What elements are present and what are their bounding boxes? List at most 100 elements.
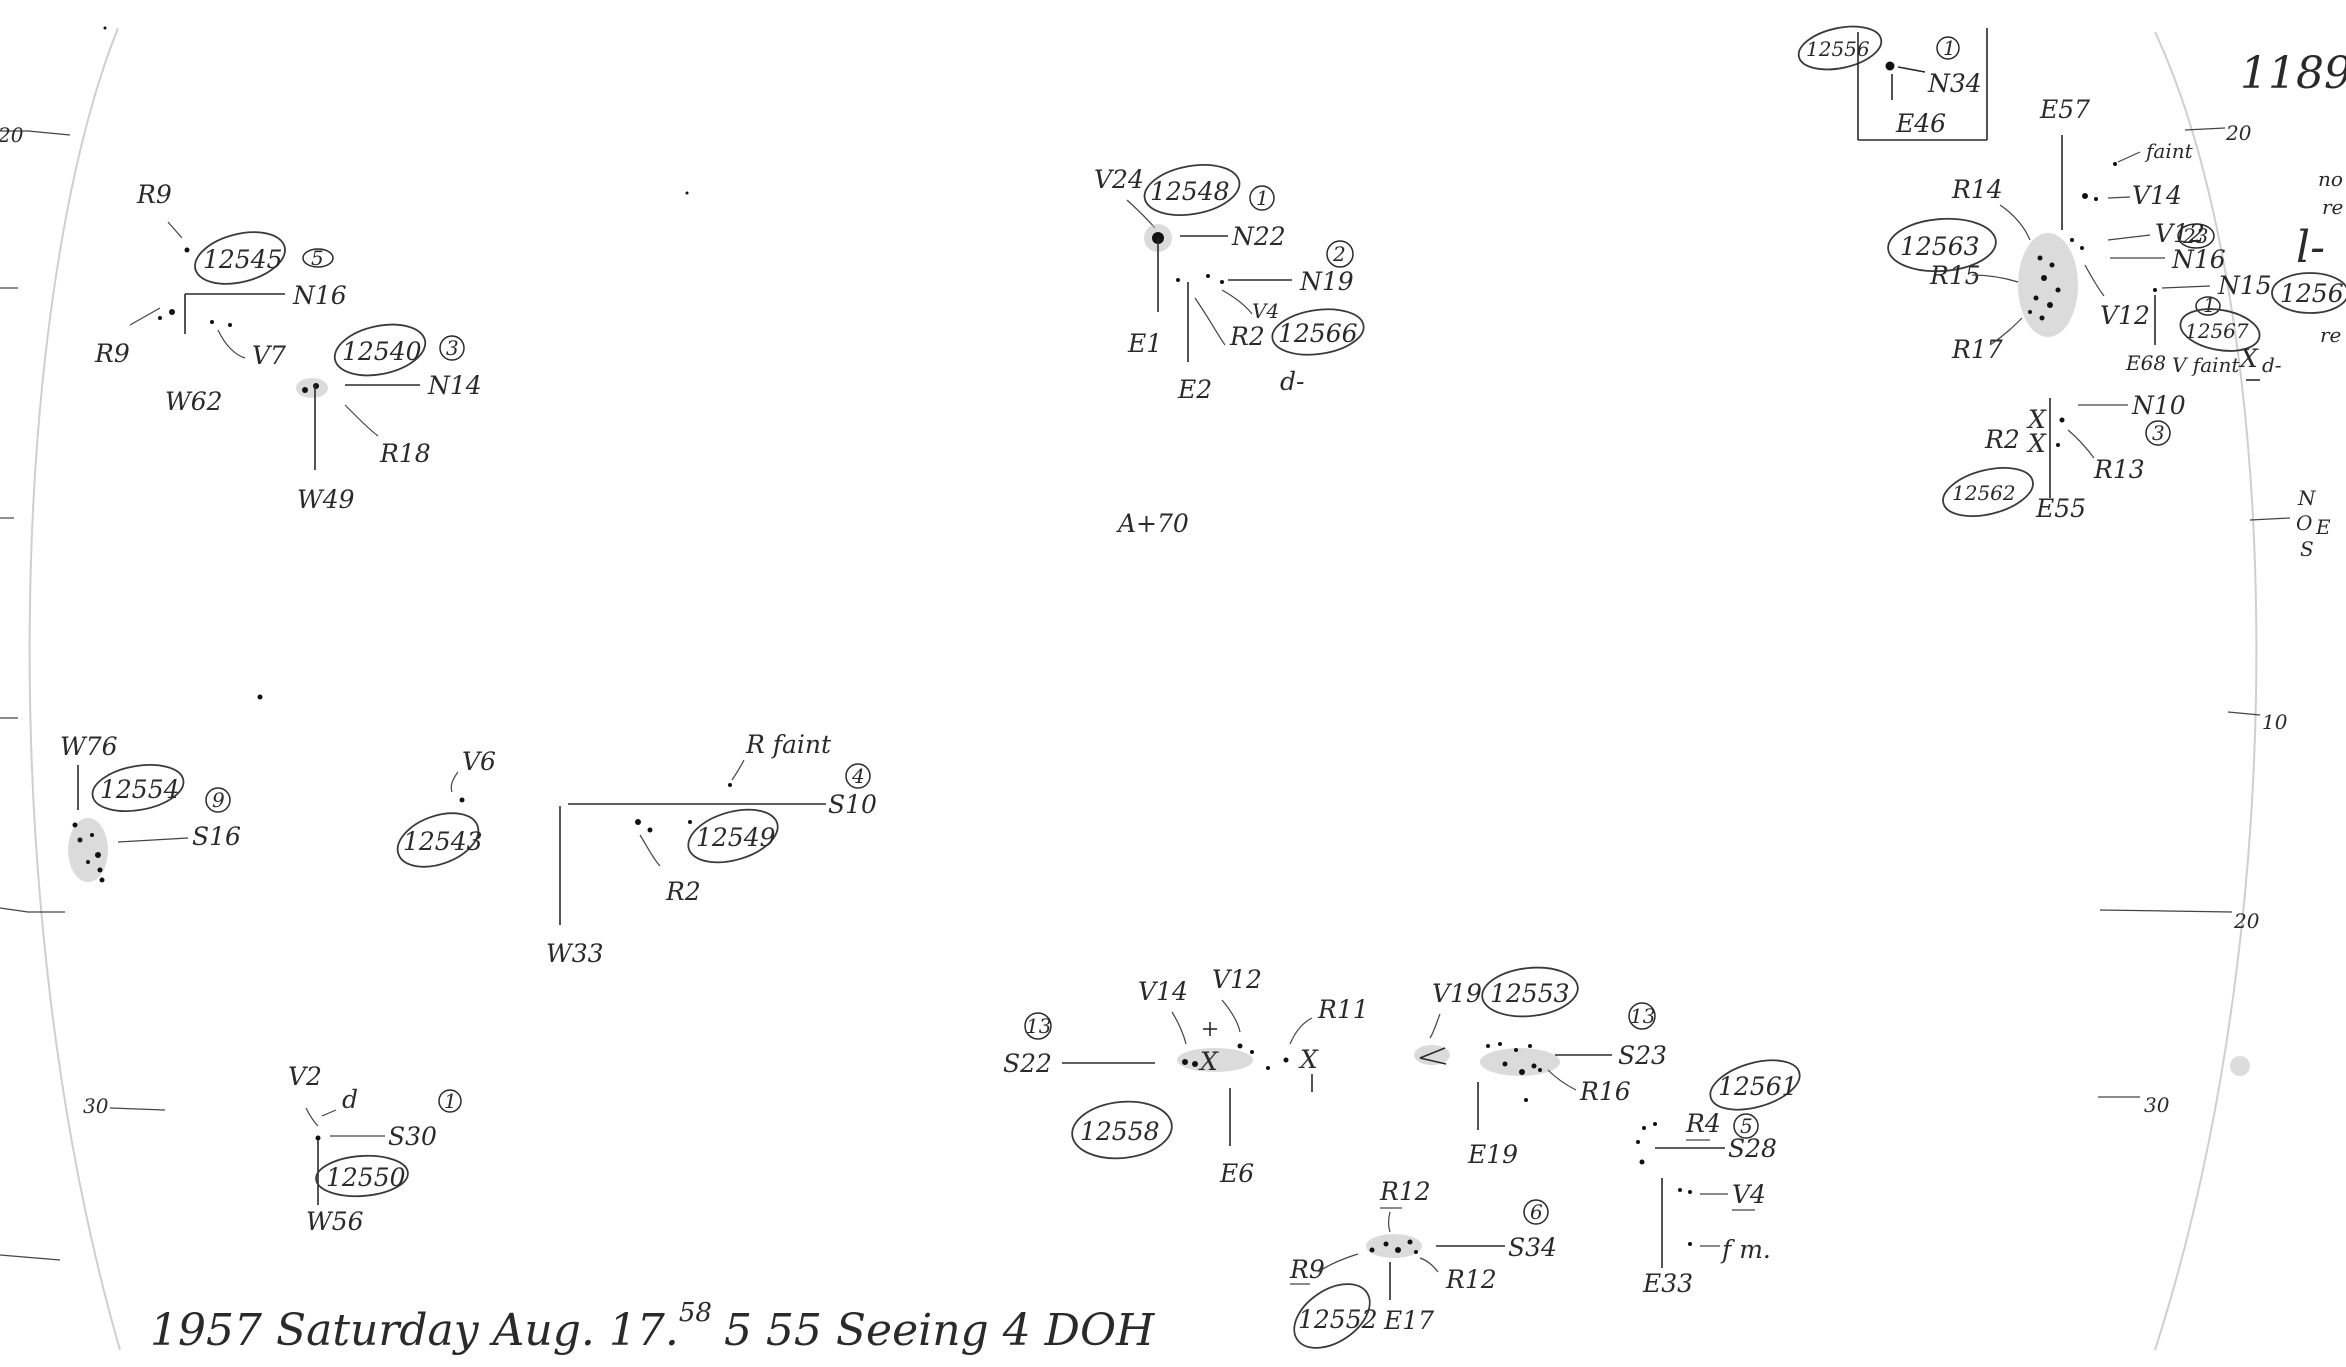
north-offset-1: N16 <box>2171 245 2226 274</box>
margin-note-2: re <box>2322 195 2343 219</box>
margin-note-5: re <box>2320 323 2341 347</box>
group-12548: 12548 1 V24 N22 E1 <box>1094 164 1286 358</box>
north-offset: N19 <box>1299 267 1354 296</box>
spot-label: R17 <box>1951 335 2003 364</box>
x-mark: X <box>1298 1045 1319 1074</box>
spot-count: 1 <box>1943 36 1956 60</box>
spot-count: 2 <box>1332 242 1346 266</box>
group-id: 12561 <box>1718 1072 1798 1101</box>
spot-label: V6 <box>462 747 496 776</box>
west-offset: W76 <box>60 732 118 761</box>
group-12561: 12561 R4 5 S28 V4 f m. E33 <box>1636 1059 1801 1298</box>
compass-s: S <box>2300 537 2314 561</box>
x-mark: X <box>2026 429 2047 458</box>
group-12563: E57 faint V14 R14 12563 R15 R17 V12 V12 <box>1887 95 2205 364</box>
spot-count: 3 <box>446 336 459 360</box>
group-12554: W76 12554 9 S16 <box>60 732 241 883</box>
north-offset: N16 <box>292 281 347 310</box>
spot-label: R14 <box>1951 175 2003 204</box>
spot-label: R12 <box>1445 1265 1497 1294</box>
west-offset: W56 <box>306 1207 364 1236</box>
rim-label-left-30: 30 <box>83 1094 109 1118</box>
spot-label: R2 <box>665 877 701 906</box>
spot-count: 23 <box>2182 224 2208 248</box>
east-offset: E55 <box>2035 494 2086 523</box>
north-offset-2: N15 <box>2217 271 2272 300</box>
north-offset: N14 <box>427 371 482 400</box>
stray-dot <box>257 694 263 700</box>
spot-label: V14 <box>2132 181 2182 210</box>
rim-label-right-20: 20 <box>2225 121 2252 145</box>
group-id: 12563 <box>1900 232 1980 261</box>
spot-label: R12 <box>1379 1177 1431 1206</box>
south-offset: S16 <box>192 822 241 851</box>
x-mark: X <box>1198 1047 1219 1076</box>
spot-count: 13 <box>1630 1004 1655 1028</box>
group-12552: R12 6 S34 R9 R12 E17 12552 <box>1289 1177 1557 1349</box>
group-id: 12545 <box>203 245 283 274</box>
south-offset: S23 <box>1618 1041 1667 1070</box>
group-id: 12558 <box>1080 1117 1160 1146</box>
spot-label: V24 <box>1094 165 1144 194</box>
spot-label: R9 <box>94 339 130 368</box>
spot-label: R faint <box>745 730 832 759</box>
margin-notes: no re l- 1256 re <box>2271 167 2346 347</box>
group-12540: 12540 3 N14 W49 R18 <box>296 323 482 514</box>
group-id: 12548 <box>1150 177 1230 206</box>
group-id: 12540 <box>342 337 422 366</box>
spot-label: f m. <box>1720 1235 1771 1264</box>
stray-dot <box>103 26 107 30</box>
spot-label: faint <box>2144 139 2194 163</box>
group-12545: 12545 5 N16 W62 R9 R9 V7 <box>94 180 347 416</box>
group-12556: 12556 1 N34 E46 <box>1797 25 1988 141</box>
footer-sup: 58 <box>679 1298 712 1328</box>
spot-label: V faint <box>2172 353 2240 377</box>
south-offset: S10 <box>828 790 877 819</box>
east-offset: E2 <box>1177 375 1212 404</box>
margin-note-1: no <box>2318 167 2343 191</box>
group-12566: 2 N19 E2 V4 R2 12566 d- <box>1176 240 1365 404</box>
spot-label: R9 <box>1289 1255 1325 1284</box>
north-offset: N10 <box>2131 391 2186 420</box>
group-12558: 13 S22 V14 V12 X X R11 E6 12558 <box>1003 965 1369 1188</box>
spot-label: V7 <box>252 341 286 370</box>
disk-edge-right <box>2154 31 2258 1351</box>
spot-label: R9 <box>136 180 172 209</box>
north-offset: N34 <box>1927 69 1982 98</box>
compass-o: O <box>2296 511 2312 535</box>
east-offset: E19 <box>1467 1140 1518 1169</box>
compass-e: E <box>2315 515 2331 539</box>
spot-label: R11 <box>1317 995 1369 1024</box>
spot-count: 9 <box>212 788 225 812</box>
x-mark: X <box>2238 344 2259 373</box>
spot-label: V19 <box>1432 979 1482 1008</box>
east-offset: E6 <box>1219 1159 1254 1188</box>
compass-rose: N O E S <box>2296 486 2331 561</box>
group-id: 12567 <box>2185 319 2249 343</box>
rim-label-right-20b: 20 <box>2233 909 2260 933</box>
spot-label: R13 <box>2093 455 2145 484</box>
group-id: 12562 <box>1952 481 2016 505</box>
group-id: 12554 <box>100 775 180 804</box>
spot-count: 5 <box>311 246 324 270</box>
group-id: 12543 <box>403 827 483 856</box>
spot-label: R4 <box>1685 1109 1721 1138</box>
spot-label: d- <box>2262 353 2282 377</box>
spot-count: 13 <box>1026 1014 1051 1038</box>
spot-label: d- <box>1280 367 1304 396</box>
rim-label-right-10: 10 <box>2262 710 2288 734</box>
west-offset: W49 <box>297 485 355 514</box>
spot-label: V14 <box>1138 977 1188 1006</box>
west-offset: W62 <box>165 387 223 416</box>
group-12562: N10 3 X X R2 R13 12562 E55 <box>1942 391 2186 523</box>
x-mark: X <box>2026 405 2047 434</box>
spot-label: V12 <box>2100 301 2150 330</box>
stray-smudge <box>2230 1056 2250 1076</box>
spot-count: 3 <box>2152 421 2165 445</box>
spot-label: R2 <box>1984 425 2020 454</box>
spot-count: 5 <box>1740 1114 1753 1138</box>
margin-note-3: l- <box>2296 222 2325 273</box>
spot-label: R16 <box>1579 1077 1631 1106</box>
